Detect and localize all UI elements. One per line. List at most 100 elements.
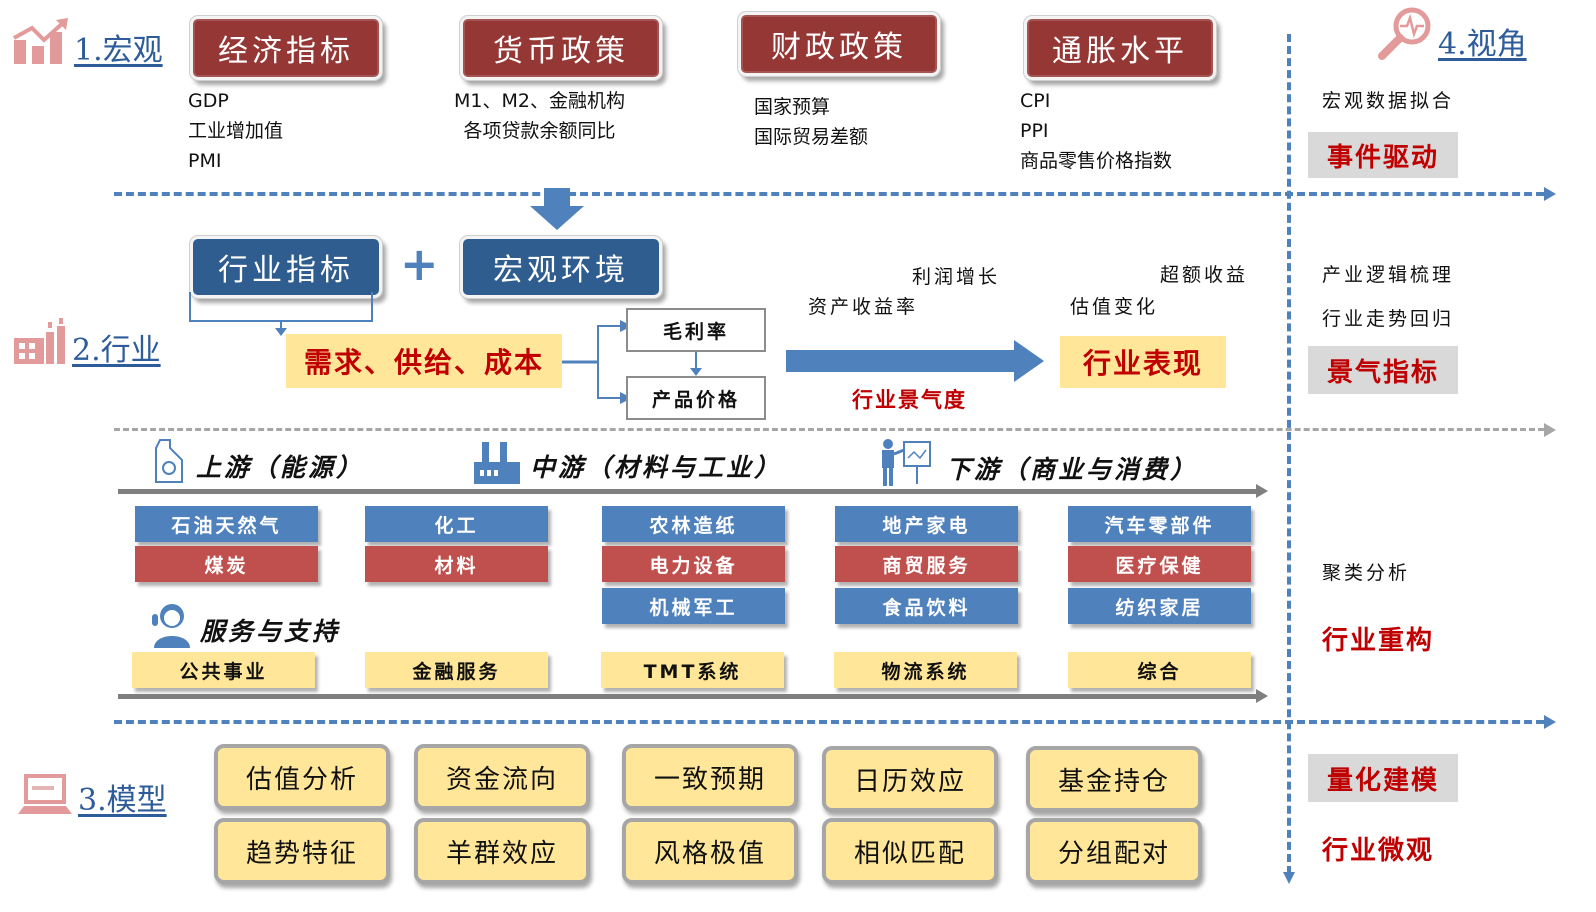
model-tile[interactable]: 基金持仓: [1026, 746, 1202, 812]
drivers-box[interactable]: 需求、供给、成本: [286, 334, 562, 388]
model-tile[interactable]: 分组配对: [1026, 818, 1202, 884]
industry-performance-box[interactable]: 行业表现: [1060, 336, 1226, 388]
presenter-icon: [882, 439, 931, 486]
perspective-industry-note-2: 行业走势回归: [1322, 308, 1455, 330]
perspective-model-note: 行业微观: [1322, 836, 1435, 866]
label-excess-return: 超额收益: [1160, 264, 1249, 286]
industry-tile[interactable]: 电力设备: [602, 546, 785, 582]
industry-tile[interactable]: 农林造纸: [602, 506, 785, 542]
model-tile[interactable]: 估值分析: [214, 744, 390, 810]
label-profit-growth: 利润增长: [912, 266, 1001, 288]
chain-axis-bottom: [118, 689, 1268, 703]
stream-upstream: 上游（能源）: [152, 438, 364, 484]
industry-tile[interactable]: 纺织家居: [1068, 588, 1251, 624]
service-tile[interactable]: 物流系统: [834, 652, 1017, 688]
model-tile[interactable]: 日历效应: [822, 746, 998, 812]
macro-category-economic-indicators[interactable]: 经济指标: [189, 15, 383, 81]
section-model-title[interactable]: 3.模型: [16, 770, 167, 816]
factory-chimney-icon: [474, 442, 520, 484]
divider-macro-industry: [114, 192, 1544, 196]
macro-item: CPI: [1020, 90, 1051, 112]
perspective-macro-note: 宏观数据拟合: [1322, 90, 1455, 112]
industry-tile[interactable]: 煤炭: [135, 546, 318, 582]
service-tile[interactable]: 金融服务: [365, 652, 548, 688]
macro-environment-box[interactable]: 宏观环境: [459, 235, 663, 299]
section-industry-label[interactable]: 2.行业: [72, 333, 161, 368]
stream-midstream: 中游（材料与工业）: [474, 438, 782, 484]
macro-items-economic: GDP 工业增加值 PMI: [188, 86, 283, 176]
section-perspective-title[interactable]: 4.视角: [1376, 6, 1527, 60]
section-macro-title[interactable]: 1.宏观: [12, 18, 163, 66]
product-price-box[interactable]: 产品价格: [626, 376, 766, 420]
industry-tile[interactable]: 食品饮料: [835, 588, 1018, 624]
industry-tile[interactable]: 商贸服务: [835, 546, 1018, 582]
prosperity-caption: 行业景气度: [852, 388, 967, 412]
macro-items-fiscal: 国家预算 国际贸易差额: [754, 92, 868, 152]
macro-item: M1、M2、金融机构: [454, 90, 625, 112]
divider-arrowhead: [1544, 187, 1556, 201]
model-tile[interactable]: 相似匹配: [822, 818, 998, 884]
divider-arrowhead-down: [1283, 872, 1295, 884]
section-macro-label[interactable]: 1.宏观: [74, 33, 163, 68]
industry-indicators-box[interactable]: 行业指标: [189, 235, 383, 299]
factory-icon: [14, 318, 65, 364]
perspective-chain-tag: 行业重构: [1322, 626, 1435, 656]
section-perspective-label[interactable]: 4.视角: [1438, 27, 1527, 62]
label-valuation-change: 估值变化: [1070, 296, 1159, 318]
chain-axis-top: [118, 484, 1268, 498]
gross-margin-box[interactable]: 毛利率: [626, 308, 766, 352]
macro-items-inflation: CPI PPI 商品零售价格指数: [1020, 86, 1172, 176]
down-arrow-icon: [530, 188, 584, 230]
macro-category-monetary-policy[interactable]: 货币政策: [459, 15, 663, 81]
perspective-industry-note-1: 产业逻辑梳理: [1322, 264, 1455, 286]
divider-perspective-column: [1287, 34, 1291, 874]
macro-item: 各项贷款余额同比: [463, 120, 616, 142]
macro-items-monetary: M1、M2、金融机构 各项贷款余额同比: [454, 86, 625, 146]
stream-services: 服务与支持: [150, 602, 340, 648]
upstream-label: 上游（能源）: [196, 453, 365, 482]
divider-chain-model: [114, 720, 1544, 724]
macro-item: 商品零售价格指数: [1020, 150, 1173, 172]
industry-tile[interactable]: 地产家电: [835, 506, 1018, 542]
model-tile[interactable]: 趋势特征: [214, 818, 390, 884]
model-tile[interactable]: 风格极值: [622, 818, 798, 884]
industry-tile[interactable]: 材料: [365, 546, 548, 582]
downstream-label: 下游（商业与消费）: [946, 455, 1199, 484]
oil-bottle-icon: [155, 439, 183, 483]
midstream-label: 中游（材料与工业）: [530, 453, 783, 482]
laptop-icon: [18, 774, 72, 814]
magnifier-pulse-icon: [1378, 7, 1431, 60]
prosperity-arrow: [786, 340, 1044, 382]
industry-tile[interactable]: 石油天然气: [135, 506, 318, 542]
perspective-chain-note: 聚类分析: [1322, 562, 1411, 584]
macro-category-inflation[interactable]: 通胀水平: [1023, 15, 1217, 81]
growth-chart-icon: [13, 18, 68, 64]
macro-item: 国际贸易差额: [754, 126, 869, 148]
section-model-label[interactable]: 3.模型: [78, 783, 167, 818]
stream-downstream: 下游（商业与消费）: [880, 438, 1198, 486]
industry-tile[interactable]: 化工: [365, 506, 548, 542]
macro-item: PPI: [1020, 120, 1049, 142]
macro-category-fiscal-policy[interactable]: 财政政策: [737, 11, 941, 77]
divider-arrowhead: [1544, 423, 1556, 437]
perspective-macro-tag[interactable]: 事件驱动: [1308, 132, 1458, 178]
label-roa: 资产收益率: [808, 296, 919, 318]
service-tile[interactable]: 综合: [1068, 652, 1251, 688]
industry-tile[interactable]: 汽车零部件: [1068, 506, 1251, 542]
services-label: 服务与支持: [200, 617, 341, 646]
divider-arrowhead: [1544, 715, 1556, 729]
support-agent-icon: [152, 604, 190, 648]
industry-tile[interactable]: 医疗保健: [1068, 546, 1251, 582]
model-tile[interactable]: 资金流向: [414, 744, 590, 810]
service-tile[interactable]: TMT系统: [601, 652, 784, 688]
perspective-model-tag[interactable]: 量化建模: [1308, 754, 1458, 802]
macro-item: GDP: [188, 90, 229, 112]
service-tile[interactable]: 公共事业: [132, 652, 315, 688]
model-tile[interactable]: 一致预期: [622, 744, 798, 810]
industry-tile[interactable]: 机械军工: [602, 588, 785, 624]
model-tile[interactable]: 羊群效应: [414, 818, 590, 884]
section-industry-title[interactable]: 2.行业: [12, 318, 161, 366]
perspective-industry-tag[interactable]: 景气指标: [1308, 346, 1458, 394]
plus-icon: +: [400, 237, 439, 291]
macro-item: 工业增加值: [188, 120, 284, 142]
